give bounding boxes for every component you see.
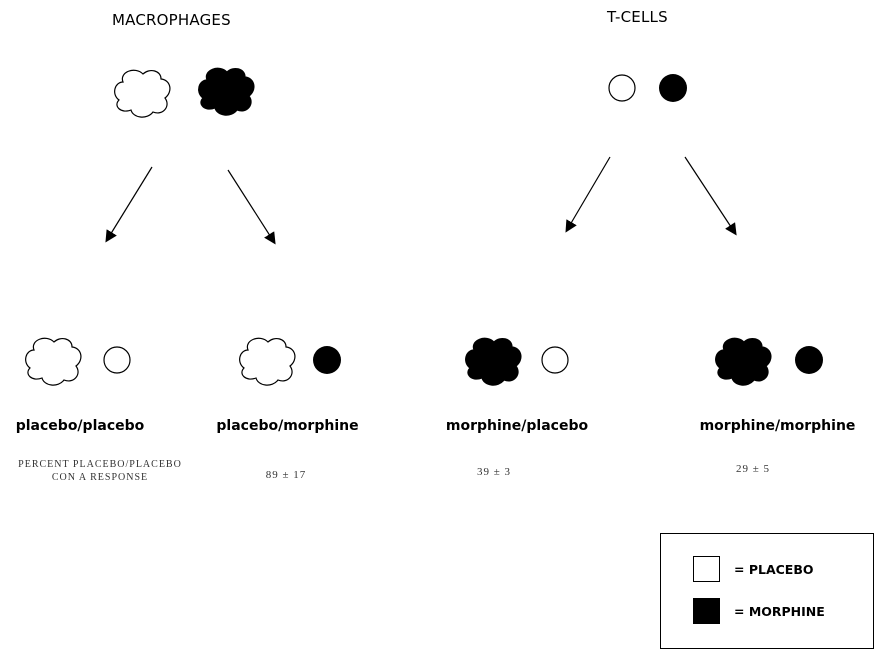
arrow-icon — [684, 156, 737, 236]
group-label-placebo-placebo: placebo/placebo — [15, 418, 145, 434]
value-morphine-morphine: 29 ± 5 — [735, 463, 771, 475]
value-placebo-morphine: 89 ± 17 — [265, 469, 307, 481]
arrow-icon — [565, 156, 611, 233]
placebo-tcell-icon — [541, 346, 569, 374]
legend-label-placebo: = PLACEBO — [734, 561, 814, 577]
morphine-macrophage-icon — [465, 337, 522, 386]
arrow-icon — [227, 169, 276, 245]
note-line-2: CON A RESPONSE — [51, 472, 149, 483]
legend-item-morphine: = MORPHINE — [693, 598, 825, 624]
placebo-macrophage-icon — [114, 69, 171, 118]
macrophages-heading: MACROPHAGES — [112, 11, 231, 29]
morphine-macrophage-icon — [715, 337, 772, 386]
arrow-icon — [105, 166, 153, 243]
morphine-tcell-icon — [313, 346, 341, 374]
tcells-heading: T-CELLS — [607, 8, 668, 26]
group-label-morphine-placebo: morphine/placebo — [445, 418, 589, 434]
morphine-tcell-icon — [795, 346, 823, 374]
note-line-1: PERCENT PLACEBO/PLACEBO — [18, 459, 182, 470]
morphine-tcell-icon — [659, 74, 687, 102]
value-morphine-placebo: 39 ± 3 — [476, 466, 512, 478]
morphine-swatch-icon — [693, 598, 720, 624]
placebo-tcell-icon — [608, 74, 636, 102]
placebo-macrophage-icon — [239, 337, 296, 386]
legend-item-placebo: = PLACEBO — [693, 556, 814, 582]
group-label-placebo-morphine: placebo/morphine — [216, 418, 359, 434]
placebo-swatch-icon — [693, 556, 720, 582]
placebo-tcell-icon — [103, 346, 131, 374]
legend: = PLACEBO = MORPHINE — [660, 533, 874, 649]
group-label-morphine-morphine: morphine/morphine — [699, 418, 856, 434]
percent-response-note: PERCENT PLACEBO/PLACEBO CON A RESPONSE — [0, 458, 200, 484]
morphine-macrophage-icon — [198, 67, 255, 116]
legend-label-morphine: = MORPHINE — [734, 603, 825, 619]
placebo-macrophage-icon — [25, 337, 82, 386]
